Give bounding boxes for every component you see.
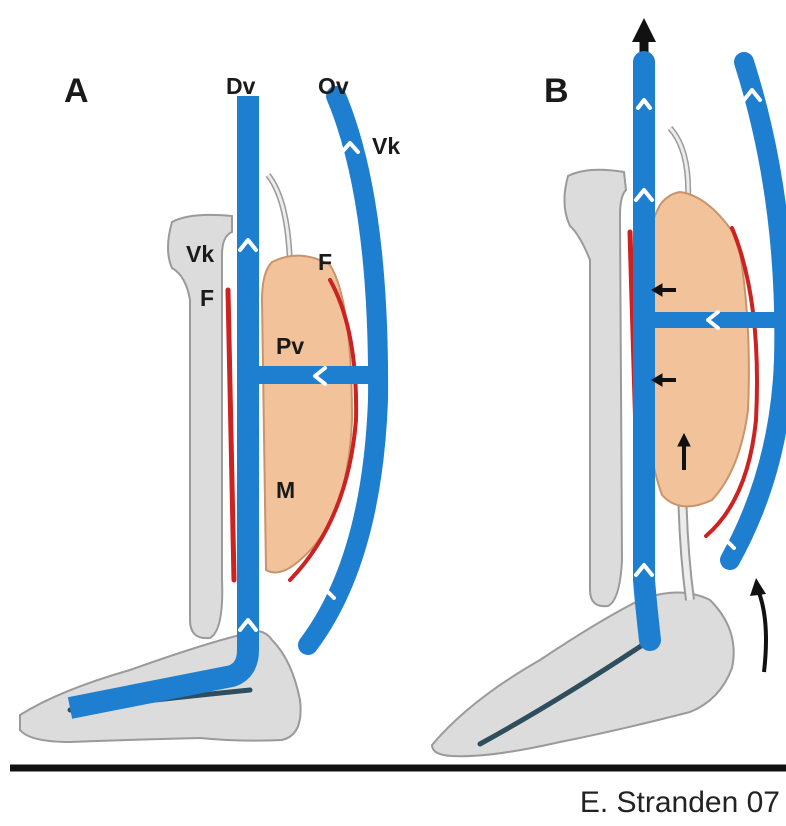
panel-b: B: [432, 18, 784, 756]
label-f-left-a: F: [200, 285, 214, 311]
fascia-left-a: [228, 290, 234, 580]
leg-bone-b: [564, 170, 626, 606]
author-credit: E. Stranden 07: [580, 786, 780, 819]
label-m-a: M: [276, 477, 295, 503]
deep-vein-b: [644, 62, 650, 640]
plantar-flexion-arrow-icon: [750, 578, 766, 672]
label-dv-a: Dv: [226, 73, 256, 99]
label-vk-top-a: Vk: [372, 133, 400, 159]
label-pv-a: Pv: [276, 333, 304, 359]
leg-bone-a: [168, 215, 232, 638]
panel-a-letter: A: [64, 72, 89, 110]
panel-b-letter: B: [544, 72, 569, 110]
label-ov-a: Ov: [318, 73, 349, 99]
foot-bone-b: [432, 593, 734, 757]
calf-muscle-b: [640, 192, 749, 506]
label-f-right-a: F: [318, 249, 332, 275]
label-vk-bone-a: Vk: [186, 241, 214, 267]
panel-a: A Dv Ov Vk Vk F: [20, 72, 400, 742]
